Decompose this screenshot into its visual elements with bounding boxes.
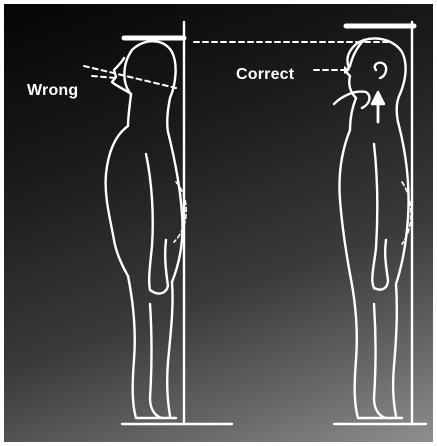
label-correct: Correct	[236, 66, 294, 84]
left-sight-line	[84, 66, 176, 88]
left-figure-wrong-posture	[106, 41, 187, 418]
posture-diagram: Wrong Correct	[4, 4, 433, 442]
right-figure-correct-posture	[334, 39, 411, 419]
label-wrong: Wrong	[27, 82, 78, 100]
right-chin-arrow	[372, 92, 384, 122]
right-measuring-board	[334, 22, 426, 424]
left-measuring-board	[122, 22, 232, 424]
posture-illustration	[4, 4, 433, 442]
